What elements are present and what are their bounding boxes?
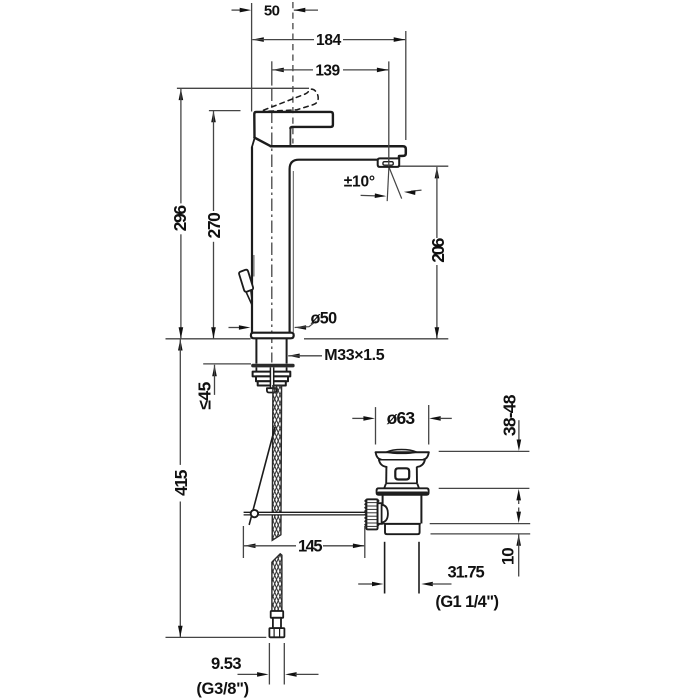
svg-text:184: 184 [316, 32, 342, 49]
svg-text:50: 50 [264, 2, 280, 19]
svg-text:(G3/8"): (G3/8") [196, 680, 248, 698]
svg-text:±10°: ±10° [344, 174, 375, 191]
svg-text:270: 270 [204, 212, 224, 239]
svg-text:206: 206 [428, 237, 448, 262]
svg-text:38-48: 38-48 [500, 394, 520, 436]
svg-text:M33×1.5: M33×1.5 [324, 347, 384, 364]
svg-text:10: 10 [499, 548, 518, 565]
svg-text:139: 139 [315, 62, 340, 79]
svg-text:9.53: 9.53 [211, 655, 241, 673]
svg-text:296: 296 [170, 205, 190, 232]
svg-text:ø63: ø63 [387, 408, 416, 428]
svg-text:145: 145 [298, 537, 322, 555]
svg-text:(G1 1/4"): (G1 1/4") [435, 593, 498, 611]
svg-text:ø50: ø50 [310, 309, 337, 327]
svg-text:31.75: 31.75 [447, 563, 484, 581]
svg-text:≤45: ≤45 [195, 381, 215, 409]
svg-text:415: 415 [171, 469, 191, 496]
